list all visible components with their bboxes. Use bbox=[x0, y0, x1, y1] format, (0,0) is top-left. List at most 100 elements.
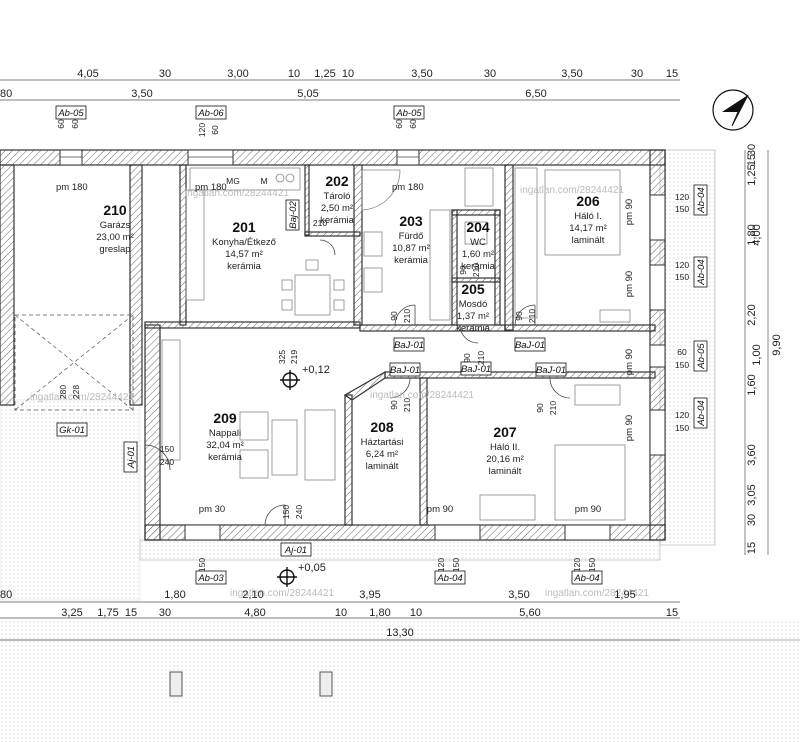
dimension-label: 3,25 bbox=[61, 607, 82, 619]
dimension-label: 3,50 bbox=[411, 68, 432, 80]
opening-size: 150 bbox=[675, 272, 689, 282]
opening-size: 90 bbox=[462, 353, 472, 363]
room-area: 14,57 m² bbox=[225, 249, 263, 260]
window-tag-frame bbox=[693, 256, 708, 288]
dimension-label: 3,95 bbox=[359, 589, 380, 601]
room-name: Fürdő bbox=[399, 231, 424, 242]
room-name: Háló I. bbox=[574, 211, 601, 222]
door-tag-frame bbox=[280, 542, 312, 557]
opening-size: 60 bbox=[56, 119, 66, 129]
room-floor: greslap bbox=[99, 244, 130, 255]
opening-size: 150 bbox=[451, 558, 461, 572]
dimension-label: 15 bbox=[746, 542, 758, 554]
opening-size: 150 bbox=[675, 360, 689, 370]
floor-level: +0,12 bbox=[302, 364, 330, 376]
opening-size: 219 bbox=[289, 350, 299, 364]
dimension-label: 3,50 bbox=[131, 88, 152, 100]
room-name: Konyha/Étkező bbox=[212, 237, 276, 248]
dimension-label: 15 bbox=[666, 68, 678, 80]
dimension-label: 2,20 bbox=[746, 304, 758, 325]
opening-size: 210 bbox=[476, 351, 486, 365]
door-tag-frame bbox=[535, 362, 567, 377]
sill-height: pm 90 bbox=[624, 349, 635, 375]
window-tag: Ab-04 bbox=[696, 259, 707, 285]
dimension-label: 1,75 bbox=[97, 607, 118, 619]
opening-size: 210 bbox=[471, 263, 481, 277]
room-area: 32,04 m² bbox=[206, 440, 244, 451]
window-tag: Ab-05 bbox=[395, 108, 422, 119]
window-tag-frame bbox=[434, 570, 466, 585]
opening-size: 150 bbox=[197, 558, 207, 572]
sill-height: pm 90 bbox=[575, 504, 601, 515]
opening-size: 150 bbox=[587, 558, 597, 572]
opening-size: 210 bbox=[313, 218, 327, 228]
door-tag: BaJ-01 bbox=[390, 365, 420, 376]
opening-size: 240 bbox=[160, 457, 174, 467]
dimension-label: 3,00 bbox=[227, 68, 248, 80]
dimension-label: 10 bbox=[288, 68, 300, 80]
dimension-label: 1,25 bbox=[314, 68, 335, 80]
dimension-label: 1,25 bbox=[746, 164, 758, 185]
room-name: Garázs bbox=[100, 220, 131, 231]
door-tag: BaJ-01 bbox=[394, 340, 424, 351]
opening-size: 60 bbox=[210, 125, 220, 135]
watermark: ingatlan.com/28244421 bbox=[230, 588, 334, 599]
windows bbox=[59, 149, 666, 541]
dimension-label: 5,60 bbox=[519, 607, 540, 619]
opening-size: 280 bbox=[58, 385, 68, 399]
opening-size: 150 bbox=[675, 204, 689, 214]
opening-size: 120 bbox=[572, 558, 582, 572]
room-name: Háló II. bbox=[490, 442, 520, 453]
sill-height: pm 90 bbox=[427, 504, 453, 515]
dimension-label: 10 bbox=[342, 68, 354, 80]
dimension-label: 1,80 bbox=[369, 607, 390, 619]
dimension-label: 1,95 bbox=[614, 589, 635, 601]
door-tag-frame bbox=[123, 441, 138, 473]
opening-size: 228 bbox=[71, 385, 81, 399]
opening-size: 120 bbox=[675, 192, 689, 202]
dimension-label: 80 bbox=[0, 589, 12, 601]
opening-size: 150 bbox=[675, 423, 689, 433]
dimension-label: 3,60 bbox=[746, 444, 758, 465]
opening-size: 60 bbox=[70, 119, 80, 129]
dimension-label: 30 bbox=[631, 68, 643, 80]
dimension-label: 5,05 bbox=[297, 88, 318, 100]
opening-size: 240 bbox=[294, 505, 304, 519]
room-floor: laminált bbox=[366, 461, 399, 472]
sill-height: pm 90 bbox=[624, 199, 635, 225]
dimension-label: 4,05 bbox=[77, 68, 98, 80]
opening-size: 150 bbox=[281, 505, 291, 519]
room-number: 202 bbox=[325, 173, 349, 189]
window-tag: Ab-04 bbox=[696, 400, 707, 426]
opening-size: 60 bbox=[408, 119, 418, 129]
watermark: ingatlan.com/28244421 bbox=[370, 390, 474, 401]
opening-size: 120 bbox=[675, 260, 689, 270]
dimension-label: 6,50 bbox=[525, 88, 546, 100]
door-tag-frame bbox=[285, 199, 300, 231]
door-tag-frame bbox=[514, 337, 546, 352]
room-number: 203 bbox=[399, 213, 423, 229]
appliance-label: MG bbox=[226, 176, 240, 186]
dimension-label: 10 bbox=[410, 607, 422, 619]
total-dimension: 13,30 bbox=[386, 627, 414, 639]
door-tag-frame bbox=[56, 422, 88, 437]
dimension-label: 1,00 bbox=[751, 344, 763, 365]
dimension-label: 1,80 bbox=[746, 224, 758, 245]
room-floor: kerámia bbox=[227, 261, 262, 272]
window-tag-frame bbox=[693, 397, 708, 429]
window-tag-frame bbox=[571, 570, 603, 585]
opening-size: 90 bbox=[514, 311, 524, 321]
opening-size: 60 bbox=[677, 347, 687, 357]
dimension-label: 30 bbox=[746, 514, 758, 526]
sill-height: pm 90 bbox=[624, 271, 635, 297]
watermark: ingatlan.com/28244421 bbox=[30, 392, 134, 403]
watermarks: ingatlan.com/28244421 ingatlan.com/28244… bbox=[30, 185, 649, 599]
dimension-label: 15 bbox=[746, 154, 758, 166]
sill-height: pm 180 bbox=[56, 182, 88, 193]
window-tag: Ab-03 bbox=[197, 573, 224, 584]
fence-post bbox=[169, 671, 183, 697]
opening-size: 90 bbox=[458, 265, 468, 275]
window-tag: Ab-04 bbox=[436, 573, 462, 584]
door-tag: Gk-01 bbox=[59, 425, 85, 436]
